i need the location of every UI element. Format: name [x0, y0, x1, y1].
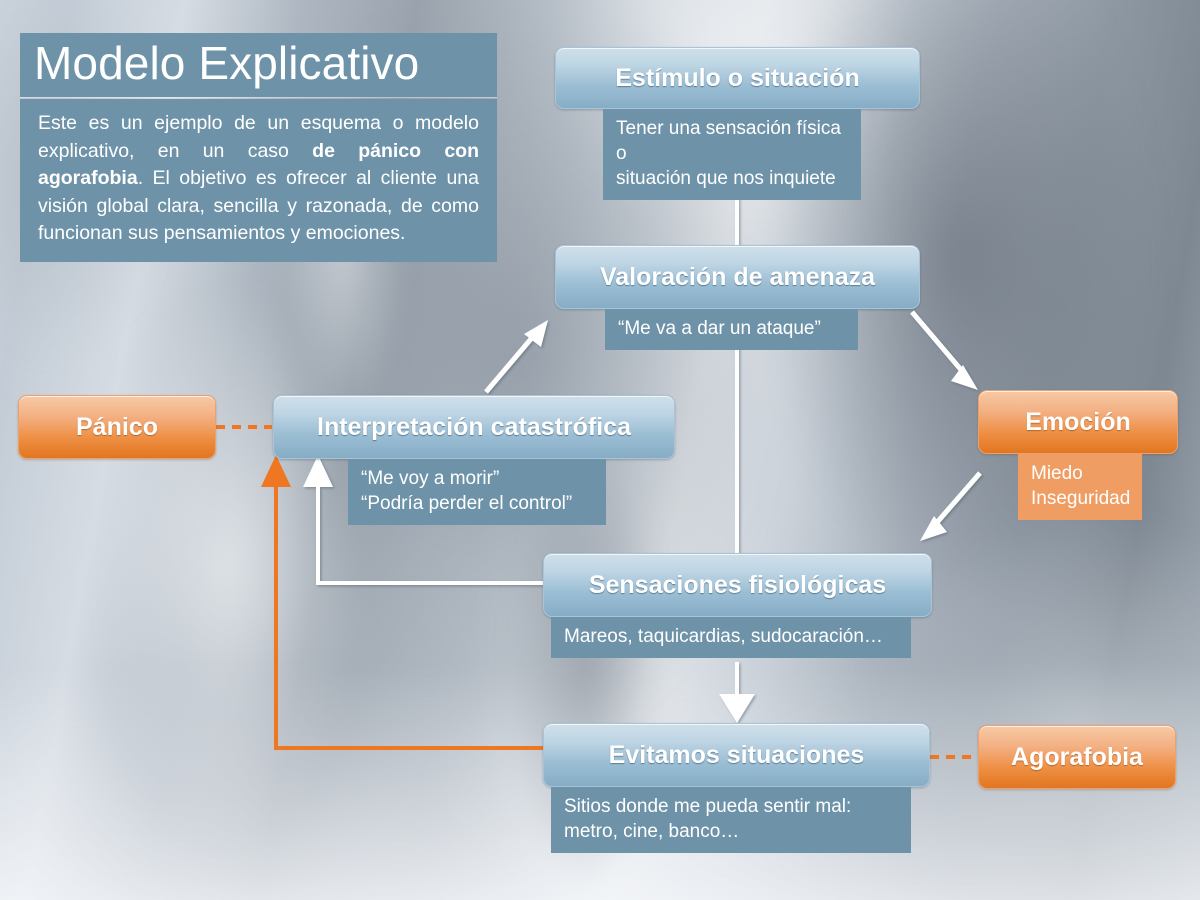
- node-interpretacion-title: Interpretación catastrófica: [317, 413, 631, 441]
- node-emocion-title: Emoción: [1025, 408, 1131, 436]
- node-evitamos-title: Evitamos situaciones: [608, 741, 865, 769]
- node-evitamos-detail-box: Sitios donde me pueda sentir mal: metro,…: [551, 787, 911, 853]
- intro-description-box: Este es un ejemplo de un esquema o model…: [20, 99, 497, 262]
- node-interpretacion-header[interactable]: Interpretación catastrófica: [273, 395, 675, 459]
- node-valoracion-header[interactable]: Valoración de amenaza: [555, 245, 920, 309]
- node-interpretacion-detail-box: “Me voy a morir” “Podría perder el contr…: [348, 459, 606, 525]
- page-title-bar: Modelo Explicativo: [20, 33, 497, 97]
- node-interpretacion-detail: “Me voy a morir” “Podría perder el contr…: [361, 468, 573, 514]
- intro-text-1: Este es un ejemplo de un esquema o model…: [38, 112, 479, 162]
- node-sensaciones-title: Sensaciones fisiológicas: [588, 571, 887, 599]
- node-emocion-header[interactable]: Emoción: [978, 390, 1178, 454]
- node-valoracion-detail: “Me va a dar un ataque”: [618, 318, 821, 339]
- node-sensaciones-detail: Mareos, taquicardias, sudocaración…: [564, 626, 883, 647]
- node-sensaciones[interactable]: Sensaciones fisiológicas Mareos, taquica…: [543, 553, 932, 658]
- node-estimulo-header[interactable]: Estímulo o situación: [555, 47, 920, 109]
- node-sensaciones-header[interactable]: Sensaciones fisiológicas: [543, 553, 932, 617]
- node-evitamos-header[interactable]: Evitamos situaciones: [543, 723, 930, 787]
- title-panel: Modelo Explicativo Este es un ejemplo de…: [20, 33, 497, 262]
- node-evitamos-detail: Sitios donde me pueda sentir mal: metro,…: [564, 796, 852, 842]
- node-panico-title: Pánico: [76, 413, 158, 441]
- node-estimulo-detail: Tener una sensación física o situación q…: [616, 118, 841, 189]
- node-agorafobia-title: Agorafobia: [1011, 743, 1143, 771]
- intro-text-2: . El objetivo es ofrecer al cliente una …: [38, 167, 479, 244]
- node-estimulo-detail-box: Tener una sensación física o situación q…: [603, 109, 861, 200]
- node-agorafobia-header[interactable]: Agorafobia: [978, 725, 1176, 789]
- node-emocion-detail: Miedo Inseguridad: [1031, 463, 1131, 509]
- node-evitamos[interactable]: Evitamos situaciones Sitios donde me pue…: [543, 723, 930, 853]
- node-emocion-detail-box: Miedo Inseguridad: [1018, 454, 1142, 520]
- node-valoracion-detail-box: “Me va a dar un ataque”: [605, 309, 858, 350]
- node-estimulo-title: Estímulo o situación: [615, 64, 860, 92]
- page-title: Modelo Explicativo: [34, 37, 420, 89]
- intro-paragraph: Este es un ejemplo de un esquema o model…: [38, 110, 479, 248]
- node-agorafobia[interactable]: Agorafobia: [978, 725, 1176, 789]
- node-panico[interactable]: Pánico: [18, 395, 216, 459]
- node-panico-header[interactable]: Pánico: [18, 395, 216, 459]
- node-valoracion[interactable]: Valoración de amenaza “Me va a dar un at…: [555, 245, 920, 350]
- node-sensaciones-detail-box: Mareos, taquicardias, sudocaración…: [551, 617, 911, 658]
- node-emocion[interactable]: Emoción Miedo Inseguridad: [978, 390, 1178, 520]
- node-estimulo[interactable]: Estímulo o situación Tener una sensación…: [555, 47, 920, 200]
- node-valoracion-title: Valoración de amenaza: [599, 263, 876, 291]
- intro-text-bold: de pánico con agorafobia: [38, 139, 480, 190]
- node-interpretacion[interactable]: Interpretación catastrófica “Me voy a mo…: [273, 395, 675, 525]
